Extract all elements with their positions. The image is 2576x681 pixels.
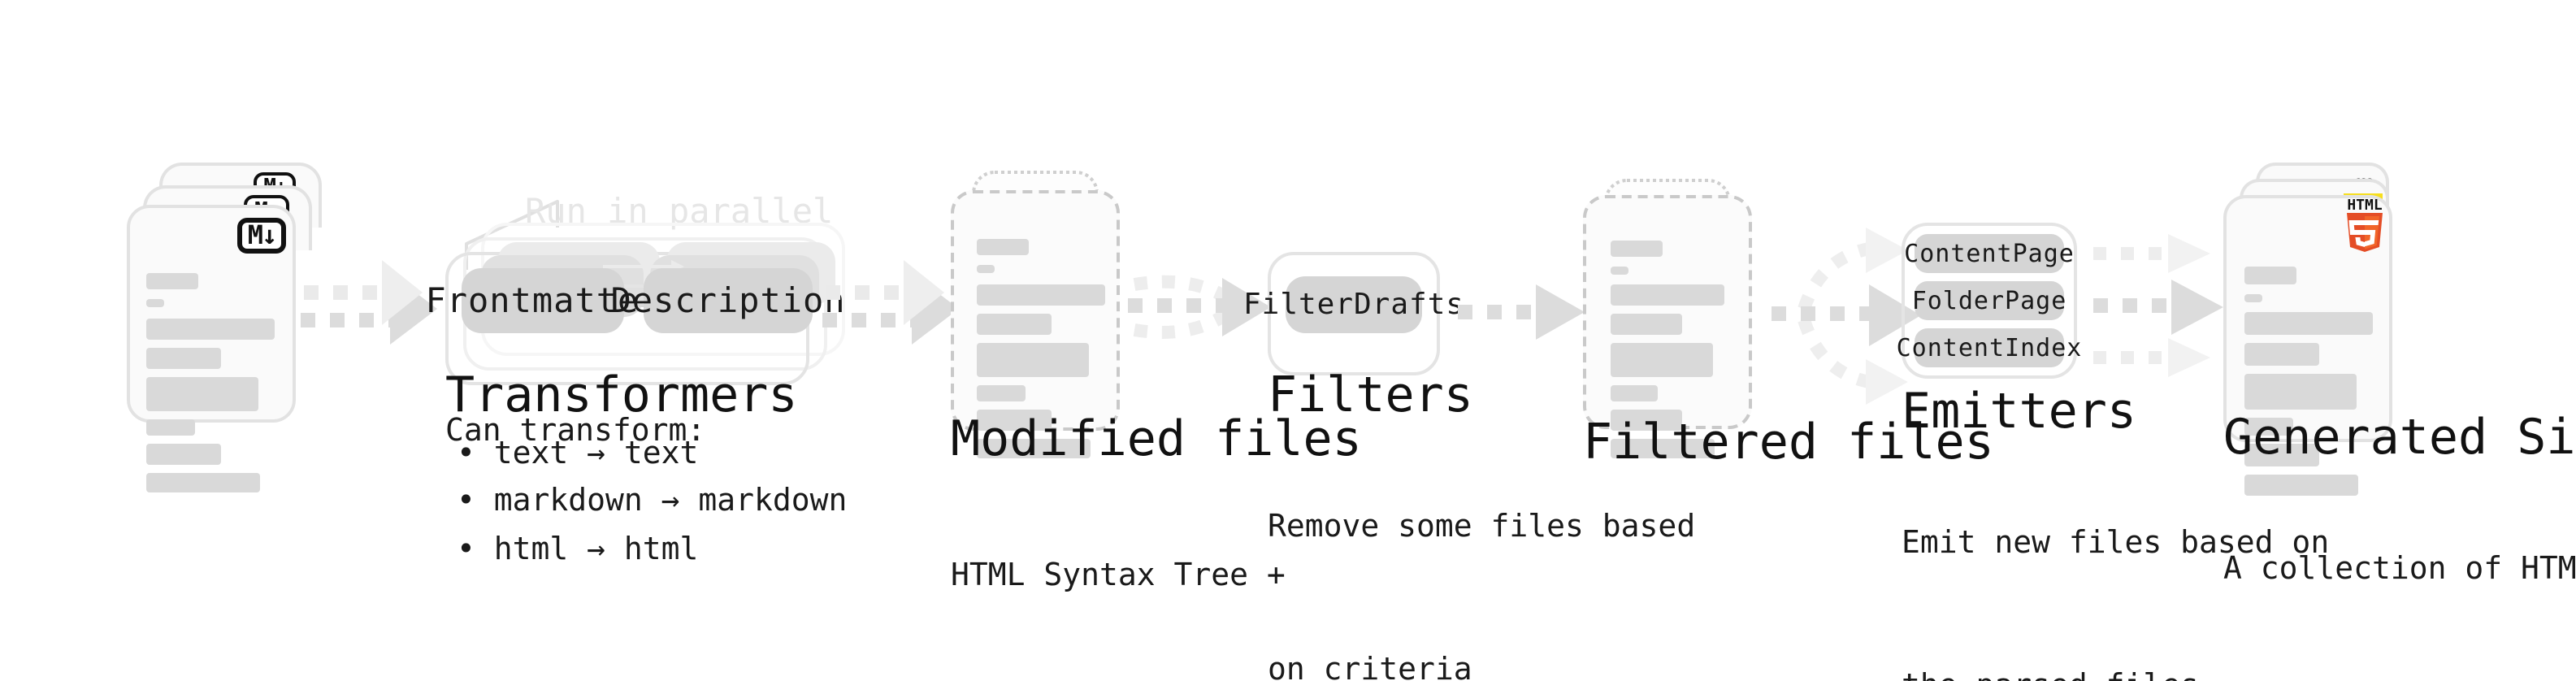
filters-title: Filters xyxy=(1268,367,1473,424)
markdown-badge-icon: M↓ xyxy=(237,218,286,254)
transformers-bullet-item: • html → html xyxy=(457,531,699,567)
content-bar xyxy=(977,410,1052,431)
content-bar xyxy=(2244,312,2373,335)
filtered-files-title: Filtered files xyxy=(1583,414,1994,471)
html5-badge-label: HTML xyxy=(2347,198,2383,215)
content-bar xyxy=(146,419,195,436)
transformers-bullet-item: • text → text xyxy=(457,436,699,471)
content-bar xyxy=(977,239,1029,255)
dashed-arrow-icon xyxy=(822,260,959,345)
subtitle-line: the parsed files xyxy=(1902,663,2329,681)
filtered-card-content xyxy=(1583,195,1752,458)
content-bar xyxy=(1611,267,1628,275)
fanout-arrow-icon xyxy=(2093,234,2223,377)
content-bar xyxy=(1611,284,1724,306)
content-bar xyxy=(977,314,1052,335)
content-bar xyxy=(146,473,260,492)
content-bar xyxy=(2244,343,2319,366)
content-bar xyxy=(1611,385,1658,401)
emitters-subtitle: Emit new files based on the parsed files xyxy=(1902,424,2329,681)
content-bar xyxy=(146,377,258,411)
subtitle-line: Remove some files based xyxy=(1268,508,1696,544)
content-bar xyxy=(146,273,198,289)
dashed-arrow-icon xyxy=(1128,275,1271,339)
emitters-chip-contentpage[interactable]: ContentPage xyxy=(1904,234,2074,273)
content-bar xyxy=(146,319,275,340)
generated-card-content: HTML xyxy=(2223,195,2392,496)
transformers-bullet-item: • markdown → markdown xyxy=(457,483,848,519)
generated-site-subtitle: A collection of HTML, JS, CSS, and JSON … xyxy=(2223,450,2576,681)
emitters-chip-contentindex[interactable]: ContentIndex xyxy=(1897,328,2081,367)
content-bar xyxy=(1611,314,1682,335)
content-bar xyxy=(2244,294,2262,302)
filters-group-box xyxy=(1268,252,1440,375)
content-bar xyxy=(1611,343,1713,377)
emitters-title: Emitters xyxy=(1902,384,2136,440)
content-bar xyxy=(1611,439,1715,458)
generated-site-title: Generated Site xyxy=(2223,410,2576,466)
modified-card-content xyxy=(951,190,1120,458)
markdown-card-content: M↓ xyxy=(127,205,296,492)
content-bar xyxy=(2244,444,2319,466)
content-bar xyxy=(977,265,995,273)
subtitle-line: Emit new files based on xyxy=(1902,524,2330,561)
transformers-bullets: • text → text • markdown → markdown • ht… xyxy=(457,431,847,575)
fanout-arrow-icon xyxy=(1772,228,1921,405)
subtitle-line: on criteria xyxy=(1268,652,1472,681)
content-bar xyxy=(146,348,221,369)
subtitle-line: A collection of HTML, xyxy=(2223,550,2576,587)
html5-shield-icon: HTML xyxy=(2344,198,2386,254)
content-bar xyxy=(2244,418,2293,436)
content-bar xyxy=(1611,410,1682,431)
modified-files-subtitle: HTML Syntax Tree + data from transformer… xyxy=(951,457,1360,681)
content-bar xyxy=(977,343,1089,377)
content-bar xyxy=(977,284,1105,306)
dashed-arrow-icon xyxy=(1458,284,1585,340)
content-bar xyxy=(977,385,1026,401)
filters-subtitle: Remove some files based on criteria xyxy=(1268,408,1695,681)
content-bar xyxy=(2244,475,2358,496)
transformers-title: Transformers xyxy=(445,367,798,424)
content-bar xyxy=(2244,267,2296,284)
emitters-chip-folderpage[interactable]: FolderPage xyxy=(1912,281,2066,320)
transformer-chip-frontmatter[interactable]: Frontmatter xyxy=(425,268,660,333)
content-bar xyxy=(2244,374,2357,410)
content-bar xyxy=(146,299,164,307)
emitters-group-box xyxy=(1902,223,2077,379)
dashed-arrow-icon xyxy=(301,260,437,345)
subtitle-line: HTML Syntax Tree + xyxy=(951,557,1286,593)
transformer-chip-description[interactable]: Description xyxy=(610,268,845,333)
content-bar xyxy=(1611,241,1663,257)
content-bar xyxy=(977,439,1091,458)
modified-files-title: Modified files xyxy=(951,411,1362,468)
content-bar xyxy=(146,444,221,465)
transformers-subtitle-heading: Can transform: xyxy=(445,413,706,449)
filters-chip-filterdrafts[interactable]: FilterDrafts xyxy=(1243,276,1464,333)
